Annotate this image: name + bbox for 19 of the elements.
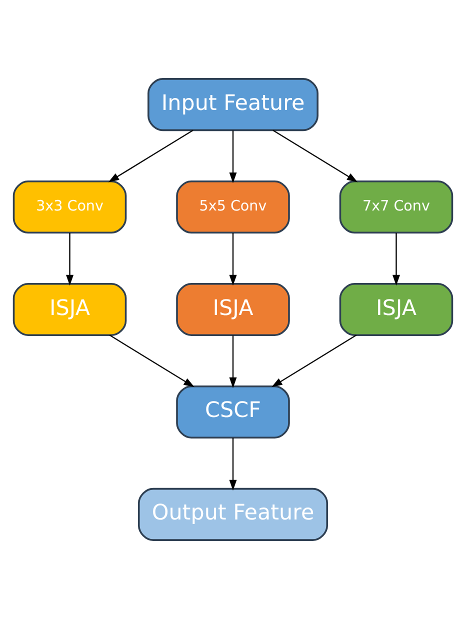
arrow [228,232,236,286]
node-box: 5x5 Conv [176,180,290,234]
arrow [228,130,236,183]
arrow [272,129,358,182]
node-box: ISJA [12,282,126,336]
node-box: Output Feature [137,487,328,540]
arrow [108,334,194,387]
node-box: Input Feature [147,78,318,131]
arrow [108,129,193,182]
node-box: CSCF [176,384,290,438]
node-box: ISJA [338,282,453,336]
arrow [271,334,356,387]
arrow [392,232,400,286]
node-box: 3x3 Conv [12,180,126,234]
arrow [66,232,74,286]
node-box: ISJA [176,282,290,336]
arrow [228,437,236,490]
node-box: 7x7 Conv [338,180,453,234]
arrow [228,334,236,388]
